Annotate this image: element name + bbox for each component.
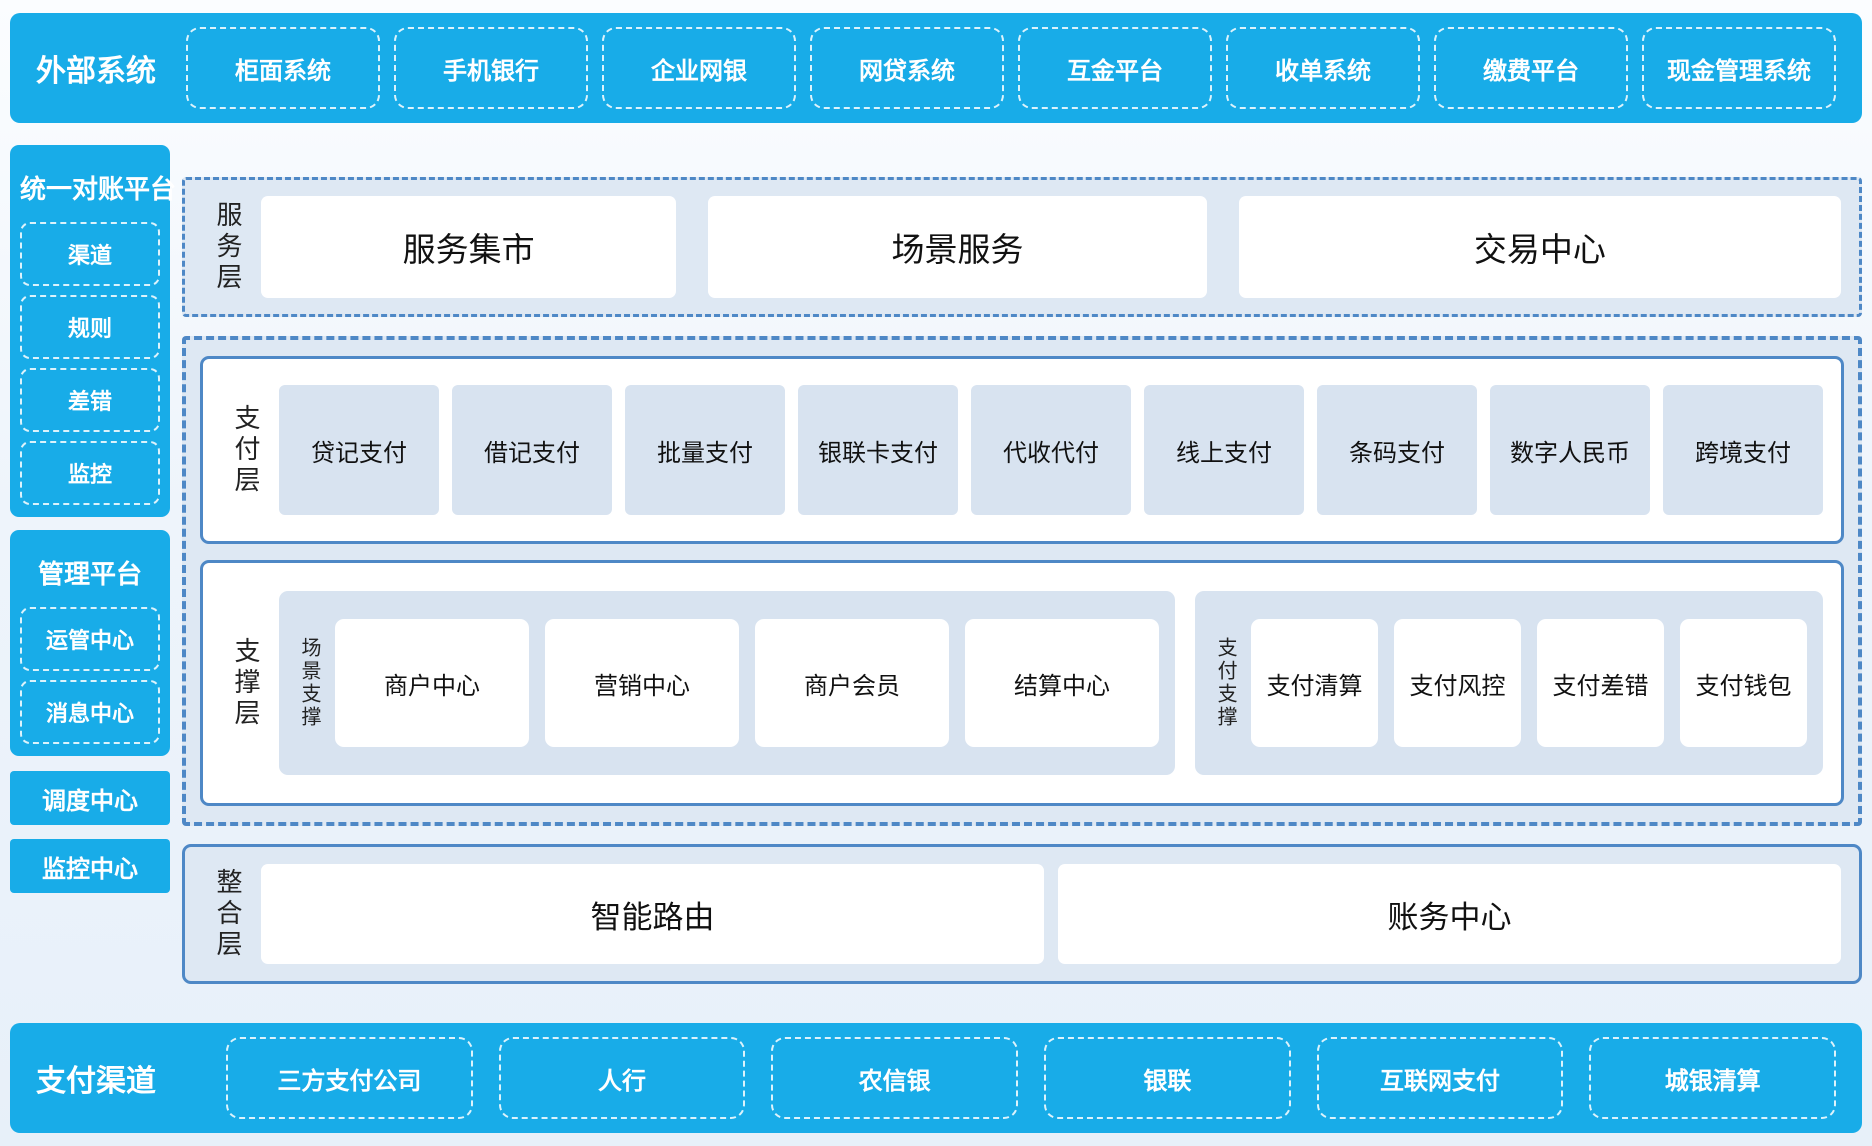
service-item: 场景服务 <box>708 196 1207 298</box>
reconciliation-platform-title: 统一对账平台 <box>20 174 177 204</box>
service-layer-items: 服务集市场景服务交易中心 <box>261 196 1841 298</box>
external-systems-list: 柜面系统手机银行企业网银网贷系统互金平台收单系统缴费平台现金管理系统 <box>186 27 1836 109</box>
external-systems-title: 外部系统 <box>36 55 156 88</box>
service-item: 服务集市 <box>261 196 677 298</box>
reconciliation-item: 规则 <box>20 295 160 359</box>
middle-region: 统一对账平台 渠道规则差错监控 管理平台 运管中心消息中心 调度中心监控中心 服… <box>10 145 1862 984</box>
service-layer-label: 服务层 <box>213 200 243 294</box>
management-item: 运管中心 <box>20 607 160 671</box>
payment-layer-items: 贷记支付借记支付批量支付银联卡支付代收代付线上支付条码支付数字人民币跨境支付 <box>279 385 1823 515</box>
sidebar: 统一对账平台 渠道规则差错监控 管理平台 运管中心消息中心 调度中心监控中心 <box>10 145 177 984</box>
support-layer-groups: 场景支撑 商户中心营销中心商户会员结算中心 支付支撑 支付清算支付风控支付差错支… <box>279 591 1823 775</box>
integration-item: 账务中心 <box>1058 864 1841 964</box>
payment-item: 借记支付 <box>452 385 612 515</box>
external-systems-bar: 外部系统 柜面系统手机银行企业网银网贷系统互金平台收单系统缴费平台现金管理系统 <box>10 13 1862 123</box>
management-platform-title: 管理平台 <box>37 559 142 589</box>
service-layer-section: 服务层 服务集市场景服务交易中心 <box>182 177 1862 317</box>
integration-layer-section: 整合层 智能路由账务中心 <box>182 844 1862 984</box>
support-item: 营销中心 <box>545 619 740 747</box>
payment-item: 条码支付 <box>1317 385 1477 515</box>
reconciliation-item: 渠道 <box>20 222 160 286</box>
management-items: 运管中心消息中心 <box>20 607 160 744</box>
support-group: 场景支撑 商户中心营销中心商户会员结算中心 <box>279 591 1176 775</box>
support-item: 商户中心 <box>335 619 530 747</box>
external-system-item: 缴费平台 <box>1434 27 1628 109</box>
payment-item: 批量支付 <box>625 385 785 515</box>
standalone-center-item: 调度中心 <box>10 771 170 825</box>
support-group: 支付支撑 支付清算支付风控支付差错支付钱包 <box>1195 591 1823 775</box>
payment-channel-item: 银联 <box>1044 1037 1291 1119</box>
payment-channel-item: 城银清算 <box>1589 1037 1837 1119</box>
main-area: 服务层 服务集市场景服务交易中心 支付层 贷记支付借记支付批量支付银联卡支付代收… <box>182 145 1862 984</box>
reconciliation-items: 渠道规则差错监控 <box>20 222 160 505</box>
support-layer-label: 支撑层 <box>231 636 261 730</box>
management-item: 消息中心 <box>20 680 160 744</box>
payment-item: 贷记支付 <box>279 385 439 515</box>
reconciliation-item: 差错 <box>20 368 160 432</box>
payment-item: 跨境支付 <box>1663 385 1823 515</box>
payment-channels-list: 三方支付公司人行农信银银联互联网支付城银清算 <box>226 1037 1837 1119</box>
external-system-item: 互金平台 <box>1018 27 1212 109</box>
external-system-item: 收单系统 <box>1226 27 1420 109</box>
external-system-item: 手机银行 <box>394 27 588 109</box>
support-group-items: 商户中心营销中心商户会员结算中心 <box>335 619 1160 747</box>
payment-channel-item: 人行 <box>498 1037 746 1119</box>
support-item: 结算中心 <box>965 619 1160 747</box>
payment-item: 数字人民币 <box>1490 385 1650 515</box>
management-platform-card: 管理平台 运管中心消息中心 <box>10 530 170 756</box>
payment-layer-section: 支付层 贷记支付借记支付批量支付银联卡支付代收代付线上支付条码支付数字人民币跨境… <box>200 356 1844 544</box>
integration-layer-items: 智能路由账务中心 <box>261 864 1841 964</box>
support-item: 商户会员 <box>755 619 950 747</box>
integration-layer-label: 整合层 <box>213 867 243 961</box>
service-item: 交易中心 <box>1238 196 1841 298</box>
support-item: 支付差错 <box>1537 619 1665 747</box>
payment-layer-label: 支付层 <box>231 403 261 497</box>
payment-channels-bar: 支付渠道 三方支付公司人行农信银银联互联网支付城银清算 <box>10 1023 1862 1133</box>
reconciliation-item: 监控 <box>20 441 160 505</box>
support-layer-section: 支撑层 场景支撑 商户中心营销中心商户会员结算中心 支付支撑 <box>200 560 1844 806</box>
support-item: 支付钱包 <box>1680 619 1808 747</box>
payment-support-container: 支付层 贷记支付借记支付批量支付银联卡支付代收代付线上支付条码支付数字人民币跨境… <box>182 336 1862 826</box>
reconciliation-platform-card: 统一对账平台 渠道规则差错监控 <box>10 145 177 517</box>
payment-channel-item: 三方支付公司 <box>226 1037 473 1119</box>
integration-item: 智能路由 <box>261 864 1044 964</box>
payment-channels-title: 支付渠道 <box>36 1065 156 1098</box>
support-group-items: 支付清算支付风控支付差错支付钱包 <box>1251 619 1808 747</box>
external-system-item: 柜面系统 <box>186 27 380 109</box>
external-system-item: 网贷系统 <box>810 27 1004 109</box>
support-group-label: 支付支撑 <box>1214 637 1237 729</box>
external-system-item: 企业网银 <box>602 27 796 109</box>
standalone-center-item: 监控中心 <box>10 839 170 893</box>
payment-item: 银联卡支付 <box>798 385 958 515</box>
payment-channel-item: 农信银 <box>771 1037 1019 1119</box>
support-item: 支付风控 <box>1394 619 1522 747</box>
payment-item: 代收代付 <box>971 385 1131 515</box>
payment-channel-item: 互联网支付 <box>1316 1037 1564 1119</box>
external-system-item: 现金管理系统 <box>1642 27 1836 109</box>
support-item: 支付清算 <box>1251 619 1379 747</box>
payment-item: 线上支付 <box>1144 385 1304 515</box>
standalone-centers: 调度中心监控中心 <box>10 771 170 893</box>
support-group-label: 场景支撑 <box>298 637 320 729</box>
